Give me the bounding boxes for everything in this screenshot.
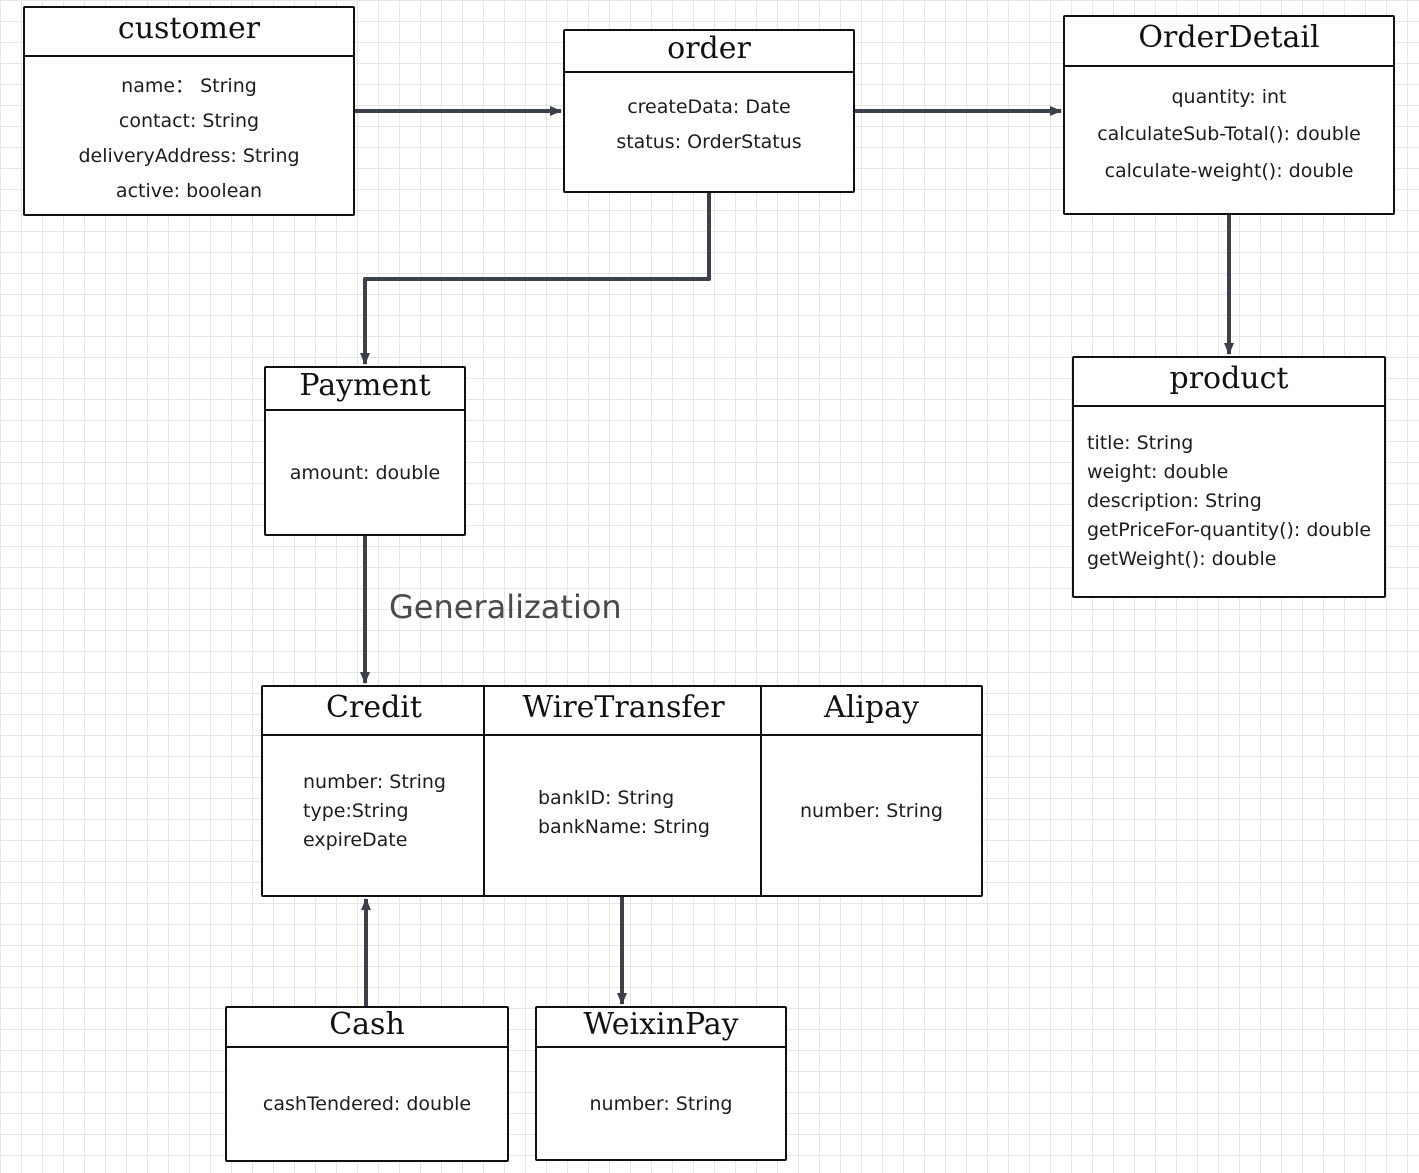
class-attributes-credit: number: String type:String expireDate [263, 736, 485, 895]
class-title-orderdetail: OrderDetail [1065, 17, 1393, 67]
class-attributes-customer: name： String contact: String deliveryAdd… [25, 57, 353, 214]
class-attributes-orderdetail: quantity: int calculateSub-Total(): doub… [1065, 67, 1393, 213]
class-box-cash[interactable]: Cash cashTendered: double [225, 1006, 509, 1162]
method-product-get-price-for-quantity: getPriceFor-quantity(): double [1087, 519, 1372, 541]
attribute-credit-expire-date: expireDate [303, 829, 408, 851]
attribute-credit-number: number: String [303, 771, 446, 793]
method-orderdetail-calculate-weight: calculate-weight(): double [1104, 160, 1354, 182]
attribute-order-create-data: createData: Date [627, 96, 791, 118]
class-box-orderdetail[interactable]: OrderDetail quantity: int calculateSub-T… [1063, 15, 1395, 215]
class-box-weixinpay[interactable]: WeixinPay number: String [535, 1006, 787, 1161]
class-title-product: product [1074, 358, 1384, 407]
attribute-wiretransfer-bank-id: bankID: String [538, 786, 675, 809]
attribute-order-status: status: OrderStatus [616, 131, 802, 153]
attribute-customer-name: name： String [121, 75, 257, 97]
class-attributes-payment: amount: double [266, 411, 464, 534]
class-attributes-order: createData: Date status: OrderStatus [565, 73, 853, 191]
method-product-get-weight: getWeight(): double [1087, 548, 1277, 570]
class-attributes-wiretransfer: bankID: String bankName: String [485, 736, 762, 895]
generalization-label: Generalization [389, 588, 622, 626]
class-box-payment[interactable]: Payment amount: double [264, 366, 466, 536]
class-box-order[interactable]: order createData: Date status: OrderStat… [563, 29, 855, 193]
attribute-customer-active: active: boolean [115, 180, 263, 202]
attribute-customer-delivery-address: deliveryAddress: String [78, 145, 300, 167]
class-title-alipay: Alipay [762, 687, 981, 736]
attribute-product-weight: weight: double [1087, 461, 1229, 483]
attribute-payment-amount: amount: double [289, 461, 441, 484]
class-title-cash: Cash [227, 1008, 507, 1048]
class-box-product[interactable]: product title: String weight: double des… [1072, 356, 1386, 598]
attribute-weixinpay-number: number: String [589, 1092, 733, 1115]
attribute-product-description: description: String [1087, 490, 1262, 512]
class-box-credit[interactable]: Credit number: String type:String expire… [261, 685, 487, 897]
class-attributes-weixinpay: number: String [537, 1048, 785, 1159]
attribute-wiretransfer-bank-name: bankName: String [538, 815, 710, 838]
attribute-customer-contact: contact: String [118, 110, 260, 132]
class-attributes-cash: cashTendered: double [227, 1048, 507, 1160]
class-title-wiretransfer: WireTransfer [485, 687, 762, 736]
class-box-customer[interactable]: customer name： String contact: String de… [23, 6, 355, 216]
class-attributes-product: title: String weight: double description… [1074, 407, 1384, 596]
class-title-order: order [565, 31, 853, 73]
attribute-orderdetail-quantity: quantity: int [1171, 86, 1287, 108]
attribute-credit-type: type:String [303, 800, 409, 822]
attribute-cash-cash-tendered: cashTendered: double [262, 1093, 472, 1115]
class-title-weixinpay: WeixinPay [537, 1008, 785, 1048]
attribute-alipay-number: number: String [800, 799, 943, 822]
attribute-product-title: title: String [1087, 432, 1194, 454]
order-to-payment-arrow[interactable] [360, 193, 711, 365]
class-title-credit: Credit [263, 687, 485, 736]
class-title-customer: customer [25, 8, 353, 57]
class-box-alipay[interactable]: Alipay number: String [760, 685, 983, 897]
class-title-payment: Payment [266, 368, 464, 411]
method-orderdetail-calculate-subtotal: calculateSub-Total(): double [1097, 123, 1361, 145]
class-attributes-alipay: number: String [762, 736, 981, 895]
class-box-wiretransfer[interactable]: WireTransfer bankID: String bankName: St… [483, 685, 764, 897]
